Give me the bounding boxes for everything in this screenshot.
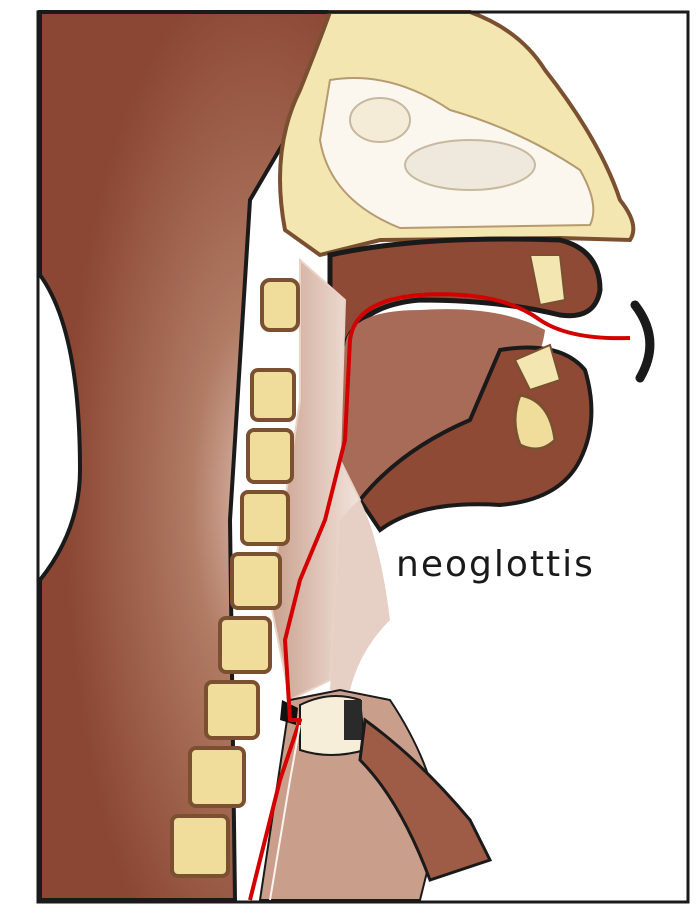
sound-wave-icon [635,305,650,378]
neoglottis-label: neoglottis [396,544,595,585]
turbinate [405,140,535,190]
stoma-cover [344,700,362,740]
turbinate [350,98,410,142]
